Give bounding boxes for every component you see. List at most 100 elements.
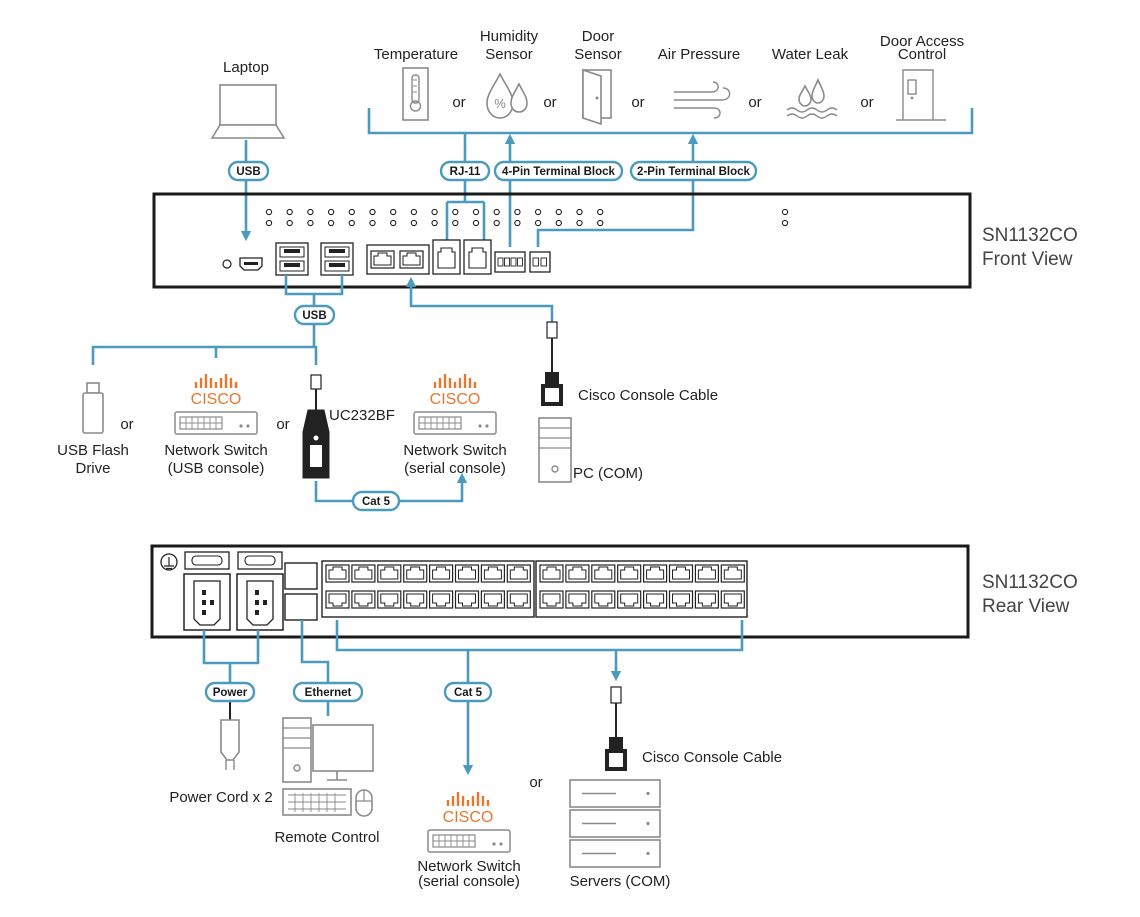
led-dot: [410, 208, 418, 216]
led-dot: [597, 208, 604, 216]
kvm-port: [377, 564, 402, 583]
network-switch-bottom-icon: [427, 829, 511, 853]
kvm-port: [454, 590, 480, 609]
humidity-label-line1: Humidity: [480, 28, 539, 45]
led-dot: [286, 219, 293, 227]
temperature-label: Temperature: [374, 46, 458, 63]
led-dot: [327, 208, 335, 216]
kvm-port: [351, 564, 376, 583]
kvm-port: [506, 564, 531, 583]
kvm-port: [668, 564, 694, 583]
terminal-block-4pin: [494, 251, 526, 273]
rj11-split-line: [445, 180, 486, 240]
door-access-label-line2: Control: [898, 46, 946, 63]
switch-bottom-label-line1: Network Switch: [417, 858, 520, 875]
door-access-label-line1: Door Access: [880, 33, 964, 50]
kvm-port: [617, 590, 642, 609]
pill-usb-top: USB: [227, 160, 270, 182]
servers-label: Servers (COM): [570, 873, 671, 890]
kvm-port: [377, 590, 402, 609]
pin2-down-line: [536, 180, 695, 247]
network-switch-usb-icon: [174, 411, 258, 435]
pc-cable-label: Cisco Console Cable: [578, 387, 718, 404]
laptop-icon: [210, 84, 286, 139]
led-dot: [369, 208, 376, 216]
pc-label: PC (COM): [573, 465, 643, 482]
cisco-logo-usb: [194, 372, 238, 390]
pill-ethernet: Ethernet: [292, 681, 364, 703]
kvm-port: [325, 564, 350, 583]
servers-icon: [569, 779, 661, 868]
led-dot: [534, 219, 542, 227]
pill-cat5-rear-text: Cat 5: [454, 687, 483, 699]
kvm-port: [694, 564, 720, 583]
pill-rj11: RJ-11: [439, 160, 491, 182]
switch-serial-label-line1: Network Switch: [403, 442, 506, 459]
kvm-port: [325, 590, 350, 609]
led-dot: [576, 208, 583, 216]
usb-ports-left: [275, 242, 309, 276]
rj11-ports: [432, 239, 492, 275]
kvm-port: [454, 564, 480, 583]
cisco-logo-bottom: [446, 790, 490, 808]
console-cable-icon: [541, 321, 563, 406]
led-dot: [452, 219, 459, 227]
console-cable-line: [405, 276, 554, 322]
flash-label-line1: USB Flash: [57, 442, 129, 459]
led-dot: [534, 208, 542, 216]
pill-4pin: 4-Pin Terminal Block: [493, 160, 624, 182]
lan-ports: [284, 562, 318, 621]
sensor-row: Temperature or Humidity Sensor % or Door…: [374, 28, 964, 126]
kvm-port: [403, 564, 428, 583]
kvm-port: [565, 590, 590, 609]
water-leak-label: Water Leak: [772, 46, 849, 63]
led-dot: [431, 219, 438, 227]
or-sep-3: or: [631, 94, 644, 111]
led-dot: [348, 219, 355, 227]
kvm-port-bank-left: [321, 560, 535, 618]
switch-serial-label-line2: (serial console): [404, 460, 506, 477]
kvm-port: [539, 590, 564, 609]
led-dot: [555, 219, 562, 227]
led-dot: [514, 208, 521, 216]
usb-fanout-line: [91, 324, 318, 365]
cisco-text-usb: CISCO: [191, 391, 242, 408]
pill-4pin-text: 4-Pin Terminal Block: [502, 166, 616, 178]
kvm-port: [429, 564, 454, 583]
humidity-label-line2: Sensor: [485, 46, 533, 63]
pill-2pin: 2-Pin Terminal Block: [629, 160, 758, 182]
kvm-port: [351, 590, 376, 609]
or-sep-2: or: [543, 94, 556, 111]
pill-ethernet-text: Ethernet: [305, 687, 352, 699]
kvm-port: [694, 590, 720, 609]
console-lan-ports: [366, 244, 430, 275]
usb-bottom-bracket: [284, 275, 344, 307]
rear-model: SN1132CO: [982, 572, 1078, 593]
kvm-port: [617, 564, 642, 583]
kvm-port: [429, 590, 454, 609]
door-sensor-label-line2: Sensor: [574, 46, 622, 63]
cisco-text-bottom: CISCO: [443, 809, 494, 826]
led-dot: [431, 208, 438, 216]
pc-tower-icon: [538, 417, 572, 483]
led-dot: [369, 219, 376, 227]
switch-bottom-label-line2: (serial console): [418, 873, 520, 890]
rear-view-label: Rear View: [982, 596, 1070, 617]
power-led: [222, 259, 232, 269]
ground-screw: [160, 553, 178, 571]
pill-2pin-text: 2-Pin Terminal Block: [637, 166, 751, 178]
pill-power-text: Power: [213, 687, 248, 699]
led-dot: [265, 208, 273, 216]
kvm-port: [720, 590, 745, 609]
kvm-port: [668, 590, 694, 609]
network-switch-serial-icon: [413, 411, 497, 435]
thermometer-icon: [402, 67, 429, 121]
cisco-logo-serial: [433, 372, 477, 390]
led-dot: [390, 208, 397, 216]
power-inlet-1: [183, 573, 231, 631]
pill-rj11-text: RJ-11: [450, 166, 481, 178]
laptop-label: Laptop: [223, 59, 269, 76]
door-icon: [582, 68, 612, 126]
water-leak-icon: [786, 77, 838, 119]
